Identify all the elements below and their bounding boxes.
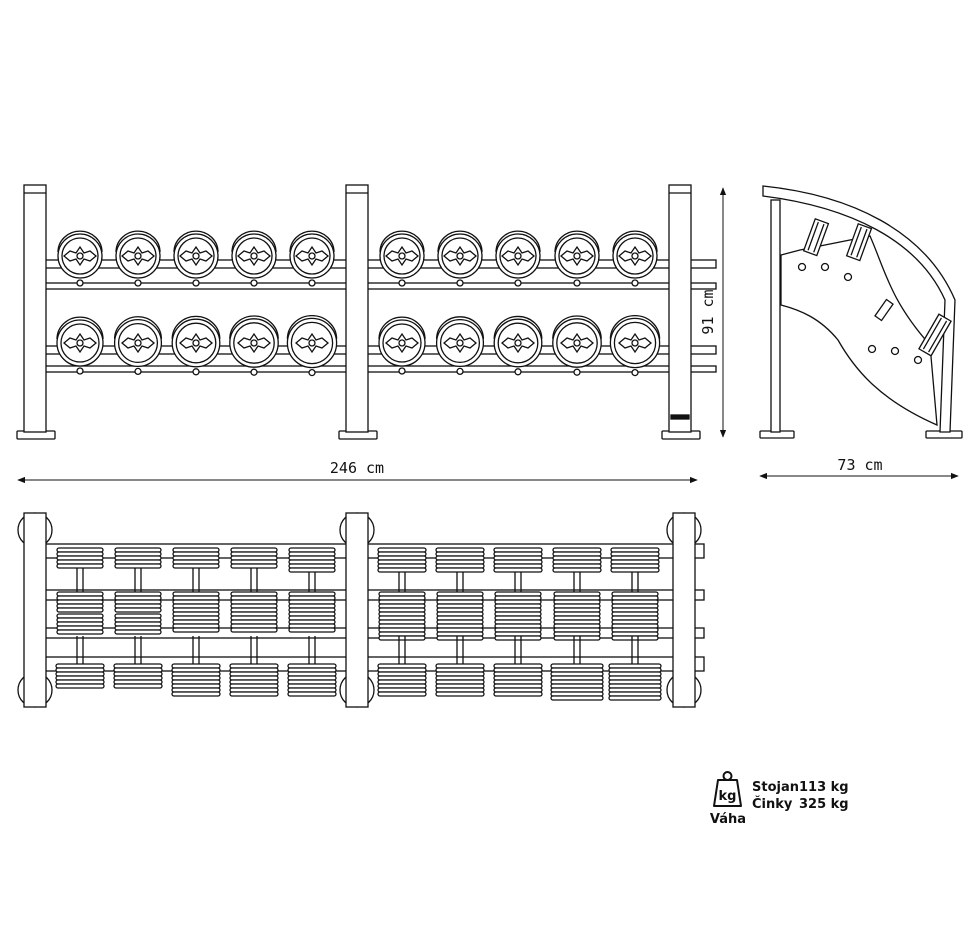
rack-upright xyxy=(23,512,47,708)
weight-plate xyxy=(230,627,278,633)
stand-value: 113 kg xyxy=(799,780,849,795)
dumbbell-front xyxy=(113,316,163,376)
weight-plate xyxy=(610,567,660,573)
weight-plate xyxy=(288,567,336,573)
dumbbell-front xyxy=(229,315,279,376)
dumbbell-front xyxy=(231,230,277,287)
weight-plate xyxy=(56,629,104,635)
rack-upright xyxy=(668,184,692,433)
stand-label: Stojan xyxy=(752,780,799,795)
depth-label: 73 cm xyxy=(837,456,882,474)
height-label: 91 cm xyxy=(699,289,717,334)
rack-rail xyxy=(43,365,717,373)
weight-plate xyxy=(229,691,279,697)
weight-plate xyxy=(171,691,221,697)
weight-plate xyxy=(287,691,337,697)
top-view xyxy=(17,512,705,708)
weight-plate xyxy=(172,563,220,569)
dumbbell-front xyxy=(609,315,661,377)
weight-plate xyxy=(113,683,163,689)
weight-plate xyxy=(56,563,104,569)
side-view xyxy=(759,185,963,439)
dumbbell-front xyxy=(612,230,658,287)
dumbbell-front xyxy=(552,315,602,376)
weight-plate xyxy=(56,607,104,613)
dumbbell-front xyxy=(115,230,161,287)
weight-plate xyxy=(377,567,427,573)
dumbbell-front xyxy=(173,230,219,287)
weight-plate xyxy=(436,635,484,641)
dumbbell-front xyxy=(554,230,600,287)
weight-plate xyxy=(550,695,604,701)
dumbbell-front xyxy=(57,230,103,287)
dumbbell-front xyxy=(56,316,104,375)
weight-plate xyxy=(552,567,602,573)
dumbbell-front xyxy=(379,230,425,287)
weight-plate xyxy=(435,691,485,697)
dumbbells-label: Činky xyxy=(752,796,793,812)
dumbbell-front xyxy=(286,315,338,377)
weight-plate xyxy=(114,607,162,613)
weight-info: kg Váha Stojan 113 kg Činky 325 kg xyxy=(710,771,849,827)
kg-icon-text: kg xyxy=(719,789,737,804)
rack-upright xyxy=(345,184,369,433)
depth-dimension: 73 cm xyxy=(759,456,959,480)
weight-plate xyxy=(435,567,485,573)
weight-plate xyxy=(230,563,278,569)
weight-plate xyxy=(55,683,105,689)
weight-plate xyxy=(611,635,659,641)
upright-label-plate xyxy=(670,414,690,420)
weight-plate xyxy=(494,635,542,641)
width-label: 246 cm xyxy=(330,459,384,477)
width-dimension: 246 cm xyxy=(17,459,698,484)
weight-plate xyxy=(114,629,162,635)
weight-plate xyxy=(172,627,220,633)
weight-plate xyxy=(114,563,162,569)
dumbbells-value: 325 kg xyxy=(799,797,849,812)
dumbbell-front xyxy=(435,316,485,376)
rack-upright xyxy=(345,512,369,708)
rack-upright xyxy=(23,184,47,433)
dumbbell-front xyxy=(289,230,335,287)
weight-plate xyxy=(608,695,662,701)
height-dimension: 91 cm xyxy=(699,187,727,438)
weight-plate xyxy=(377,691,427,697)
dumbbell-front xyxy=(171,315,221,376)
weight-plate xyxy=(288,627,336,633)
dumbbell-front xyxy=(495,230,541,287)
dumbbell-front xyxy=(378,316,426,375)
rack-upright xyxy=(672,512,696,708)
rack-rail xyxy=(43,282,717,290)
weight-plate xyxy=(553,635,601,641)
weight-plate xyxy=(493,691,543,697)
dumbbell-front xyxy=(437,230,483,287)
weight-plate xyxy=(493,567,543,573)
kg-weight-icon: kg xyxy=(713,771,742,807)
weight-plate xyxy=(378,635,426,641)
front-view xyxy=(16,184,717,440)
dumbbell-front xyxy=(493,315,543,376)
weight-caption: Váha xyxy=(710,812,746,827)
